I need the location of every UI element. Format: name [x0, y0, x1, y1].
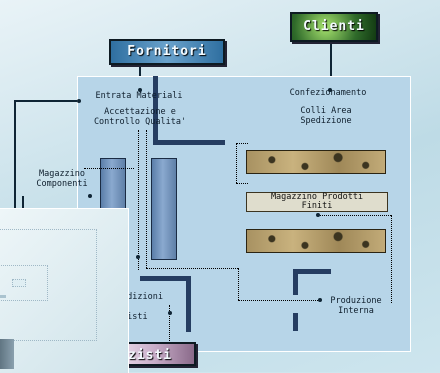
flow-center-left: [84, 168, 134, 169]
node-dot: [318, 298, 322, 302]
overlay-block: [0, 339, 14, 369]
flow-to-produzione: [146, 268, 238, 269]
flow-spedizioni-down: [169, 305, 170, 345]
wall-bottom-horizontal: [140, 276, 190, 281]
overlay-inner-frame: [0, 265, 48, 301]
connector-fornitori: [139, 64, 141, 76]
wall-bottom-vertical: [186, 276, 191, 332]
flow-colli-loop-top: [236, 143, 248, 144]
node-dot: [316, 213, 320, 217]
flow-to-produzione-down: [238, 268, 239, 300]
wall-top-right-horizontal: [153, 140, 225, 145]
flow-to-produzione-right: [238, 300, 318, 301]
magazzino-componenti-label: Magazzino Componenti: [36, 169, 88, 189]
wall-right-bottom-stub: [293, 313, 298, 331]
flow-colli-loop-bottom: [236, 183, 248, 184]
entrata-materiali-label: Entrata Materiali: [95, 91, 183, 101]
flow-to-magazzino: [318, 215, 391, 216]
node-dot: [138, 88, 142, 92]
node-dot: [88, 194, 92, 198]
overlay-edge: [0, 295, 6, 298]
magazzino-prodotti-label: Magazzino Prodotti Finiti: [246, 192, 388, 212]
overlay-node: [12, 279, 26, 287]
node-dot: [77, 99, 81, 103]
flow-produzione-down: [146, 130, 147, 268]
stone-shelf-icon: [246, 229, 386, 253]
connector-left-vertical: [14, 100, 16, 210]
fornitori-box[interactable]: Fornitori: [109, 39, 225, 65]
overlapping-window[interactable]: [0, 208, 129, 373]
connector-left-horizontal: [14, 100, 79, 102]
colli-area-label: Colli Area Spedizione: [300, 106, 352, 126]
connector-left-vertical-lower: [22, 196, 24, 210]
produzione-interna-label: Produzione Interna: [330, 296, 382, 316]
node-dot: [168, 311, 172, 315]
node-dot: [328, 88, 332, 92]
warehouse-pillar-icon: [151, 158, 177, 260]
wall-right-horizontal: [293, 269, 331, 274]
flow-colli-loop: [236, 143, 237, 183]
flow-produzione-up: [391, 215, 392, 303]
clienti-box[interactable]: Clienti: [290, 12, 378, 42]
connector-clienti: [330, 42, 332, 76]
wall-top-left-vertical: [153, 76, 158, 144]
overlay-dotted-frame: [0, 229, 97, 341]
confezionamento-label: Confezionamento: [289, 88, 367, 98]
spedizioni-label: edizioni a zisti: [122, 292, 163, 322]
factory-floor-panel: [77, 76, 411, 352]
wall-right-vertical: [293, 269, 298, 295]
accettazione-label: Accettazione e Controllo Qualita': [93, 107, 187, 127]
stone-shelf-icon: [246, 150, 386, 174]
flow-accettazione-down: [138, 130, 139, 270]
node-dot: [136, 255, 140, 259]
